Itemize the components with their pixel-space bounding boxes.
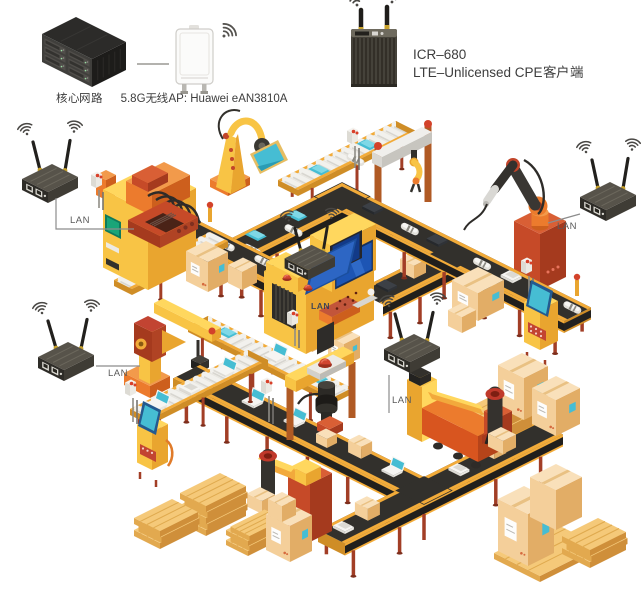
- upper-conveyor-network: [166, 109, 591, 355]
- lan-label-top-right: LAN: [557, 221, 577, 232]
- cpe-router-center: [379, 292, 447, 413]
- wifi-signal-icon: [17, 122, 33, 136]
- wifi-signal-icon: [625, 138, 641, 151]
- roller-conveyor-lower-left: [130, 350, 268, 449]
- lan-cable-top-left: [55, 198, 134, 230]
- core-network-label: [56, 92, 102, 105]
- wifi-signal-icon: [32, 301, 48, 315]
- cjk-glyph: [56, 92, 68, 104]
- wifi-signal-icon: [84, 299, 101, 312]
- boxes-under-belt: [186, 241, 257, 292]
- cjk-glyph: [80, 93, 90, 104]
- cpe-router-top-left: [17, 120, 134, 230]
- monitor-robot-arm: [210, 109, 288, 196]
- kiosk-terminal-right: [521, 257, 581, 368]
- cjk-glyph: [145, 93, 157, 104]
- cjk-glyph: [556, 65, 568, 79]
- icr-680-icon: [349, 0, 397, 87]
- lan-cable-top-right: [547, 213, 581, 224]
- lan-label-on-vehicle: LAN: [311, 301, 330, 311]
- kiosk-terminal-left: [125, 379, 174, 487]
- cjk-glyph: [90, 92, 102, 104]
- lan-label-top-left: LAN: [70, 215, 90, 226]
- cpe-routers: [17, 120, 641, 413]
- pallet-boxes-bottom-center: [226, 492, 312, 562]
- control-vehicle: [264, 207, 378, 355]
- cjk-glyph: [570, 65, 583, 79]
- cpe-desc-label: LTE–Unlicensed CPE: [413, 64, 583, 82]
- wifi-signal-icon: [388, 0, 397, 4]
- wifi-signal-icon: [349, 0, 362, 7]
- stamping-machine: [261, 346, 354, 448]
- wifi-signal-icon: [67, 120, 84, 133]
- pallet-boxes-bottom-right: [494, 464, 628, 582]
- legend: [42, 0, 397, 94]
- lan-label-mid-left: LAN: [108, 368, 128, 379]
- cjk-glyph: [68, 92, 79, 103]
- cpe-model-label: ICR–680: [413, 47, 467, 62]
- welding-robot-arm: [463, 158, 566, 290]
- gantry-frame-front: [372, 120, 432, 193]
- lan-label-center: LAN: [392, 395, 412, 406]
- core-network-server-icon: [42, 17, 126, 87]
- wifi-signal-icon: [430, 292, 447, 305]
- gripper-robot-right: [407, 367, 516, 469]
- cpe-router-top-right: [547, 138, 641, 224]
- pallet-stack-bottom-left: [134, 473, 248, 549]
- wifi-signal-icon: [576, 140, 592, 154]
- wifi-signal-icon: [379, 294, 395, 308]
- wifi-signal-icon: [279, 210, 294, 222]
- wireless-ap-icon: [175, 23, 237, 94]
- cpe-router-mid-left: [32, 299, 140, 381]
- cjk-glyph: [543, 65, 556, 79]
- boxes-right: [448, 267, 504, 333]
- wifi-signal-icon: [325, 207, 340, 219]
- wifi-signal-icon: [222, 23, 237, 38]
- cjk-glyph: [157, 92, 169, 104]
